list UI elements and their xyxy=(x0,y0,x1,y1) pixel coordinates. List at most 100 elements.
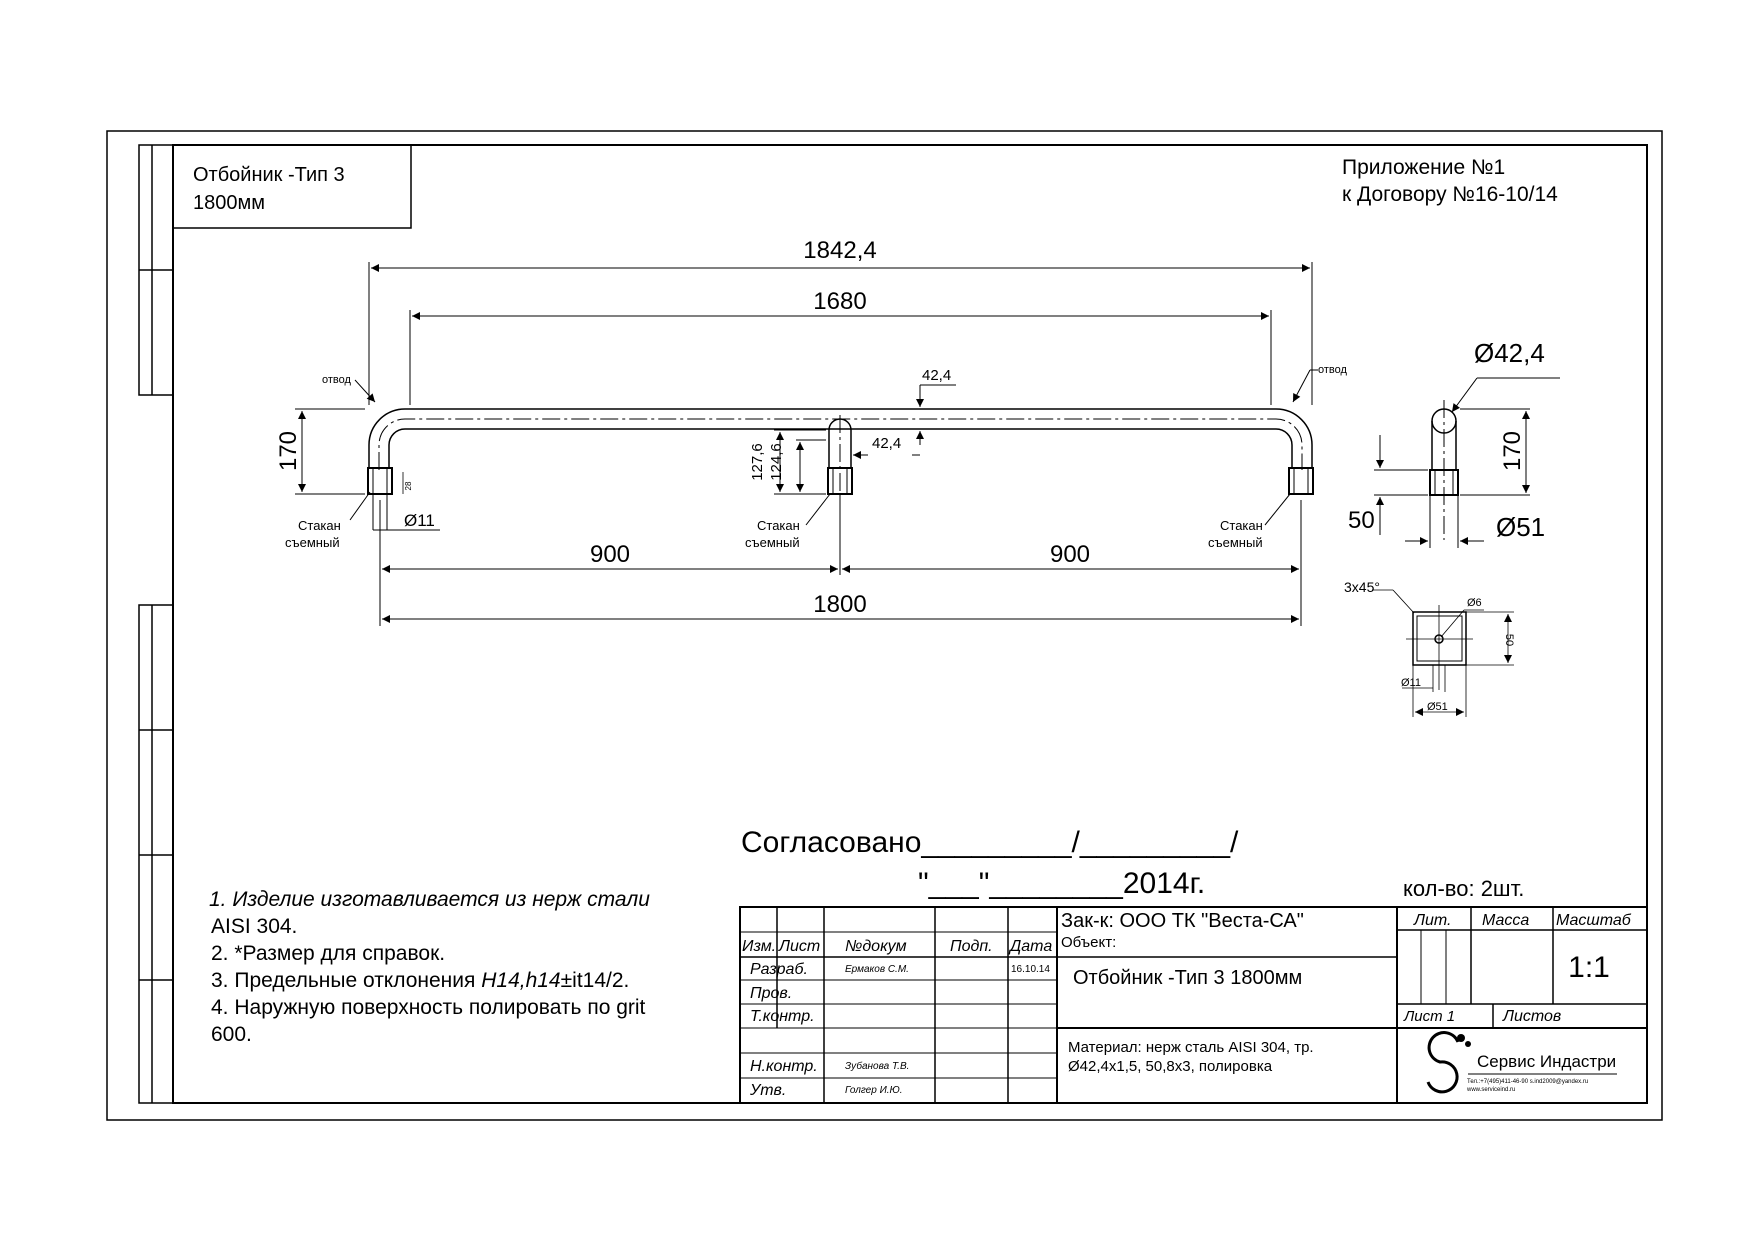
dim-halves xyxy=(379,496,1302,626)
dim-overall xyxy=(368,262,1313,405)
dim-small-label: 28 xyxy=(404,481,413,490)
cup-middle xyxy=(827,467,853,495)
dim-pipe-mid-label: 42,4 xyxy=(872,435,901,452)
cup-detail-centerlines xyxy=(1406,605,1473,690)
stamp-nkontr: Н.контр. xyxy=(750,1058,818,1075)
title-line-1: Отбойник -Тип 3 xyxy=(193,164,345,186)
stakan-middle-label-2: съемный xyxy=(745,535,800,550)
cup-left xyxy=(367,467,393,495)
cup-detail-hole: Ø6 xyxy=(1467,597,1482,609)
stakan-leader-left xyxy=(349,491,371,521)
cup-right xyxy=(1288,467,1314,495)
side-dim-cup-label: 50 xyxy=(1348,507,1375,534)
stamp-data: Дата xyxy=(1008,938,1052,955)
otvod-leader-left xyxy=(354,379,376,403)
stamp-product: Отбойник -Тип 3 1800мм xyxy=(1073,967,1302,989)
note-3: 3. Предельные отклонения H14,h14±it14/2. xyxy=(211,969,629,992)
stamp-ndoc: №докум xyxy=(845,938,907,955)
stamp-utv-name: Голгер И.Ю. xyxy=(845,1085,903,1096)
cup-detail-height: 50 xyxy=(1503,634,1515,646)
dim-pipe-top-label: 42,4 xyxy=(922,367,951,384)
side-dim-height-label: 170 xyxy=(1499,431,1526,471)
stamp-material-2: Ø42,4х1,5, 50,8х3, полировка xyxy=(1068,1058,1273,1075)
stamp-utv: Утв. xyxy=(749,1082,786,1099)
stamp-object: Объект: xyxy=(1061,934,1116,951)
stakan-leader-right xyxy=(1264,493,1291,526)
stakan-left-label-1: Стакан xyxy=(298,518,341,533)
side-dim-cup-dia xyxy=(1405,495,1484,548)
stamp-sheet: Лист 1 xyxy=(1403,1008,1455,1025)
binding-strip-bottom xyxy=(138,604,174,1104)
stamp-podp: Подп. xyxy=(950,938,993,955)
dim-hole-label: Ø11 xyxy=(404,511,435,530)
company-logo-icon xyxy=(1426,1031,1471,1094)
dim-inner-label: 1680 xyxy=(813,288,866,315)
pipe-centerlines xyxy=(378,415,1303,496)
dim-overall-label: 1842,4 xyxy=(803,237,876,264)
dim-height xyxy=(295,408,365,495)
note-4b: 600. xyxy=(211,1023,252,1046)
otvod-left-label: отвод xyxy=(322,374,352,386)
stamp-material-1: Материал: нерж сталь AISI 304, тр. xyxy=(1068,1039,1314,1056)
stamp-izm: Изм. xyxy=(742,938,776,955)
note-4: 4. Наружную поверхность полировать по gr… xyxy=(211,996,646,1019)
stamp-massa: Масса xyxy=(1482,912,1529,929)
side-dim-dia xyxy=(1451,377,1560,413)
stakan-leader-middle xyxy=(805,493,831,526)
stamp-razrab-date: 16.10.14 xyxy=(1011,964,1050,975)
stamp-grid xyxy=(739,906,1648,1104)
side-dim-cup xyxy=(1374,435,1428,535)
binding-strip-top xyxy=(138,144,174,396)
title-line-2: 1800мм xyxy=(193,192,265,214)
side-dim-cup-dia-label: Ø51 xyxy=(1496,512,1545,542)
stamp-nkontr-name: Зубанова Т.В. xyxy=(845,1060,909,1072)
dim-inner xyxy=(409,310,1272,405)
dim-h2-label: 124,6 xyxy=(768,443,785,481)
stakan-right-label-1: Стакан xyxy=(1220,518,1263,533)
dim-hole xyxy=(372,494,440,531)
stamp-sheets: Листов xyxy=(1502,1008,1561,1025)
stamp-razrab-name: Ермаков С.М. xyxy=(845,964,909,975)
outer-frame xyxy=(106,130,1663,1121)
cup-detail-d51: Ø51 xyxy=(1427,701,1448,713)
stamp-website: www.serviceind.ru xyxy=(1466,1087,1515,1093)
cup-detail-dims xyxy=(1372,589,1514,717)
stamp-masshtab: Масштаб xyxy=(1556,912,1632,929)
stamp-scale: 1:1 xyxy=(1568,951,1610,984)
dim-half-left-label: 900 xyxy=(590,541,630,568)
stamp-list: Лист xyxy=(778,938,820,955)
side-dim-dia-label: Ø42,4 xyxy=(1474,338,1545,368)
title-box xyxy=(172,144,412,229)
cup-detail-d11: Ø11 xyxy=(1401,677,1421,689)
cup-detail-chamfer: 3x45° xyxy=(1344,579,1380,595)
approval-line-2: "___"________2014г. xyxy=(918,867,1205,900)
cup-detail xyxy=(1412,611,1467,666)
approval-line-1: Согласовано_________/_________/ xyxy=(741,826,1239,859)
stamp-lit: Лит. xyxy=(1413,912,1451,929)
stakan-middle-label-1: Стакан xyxy=(757,518,800,533)
stakan-right-label-2: съемный xyxy=(1208,535,1263,550)
dim-h1-label: 127,6 xyxy=(749,443,766,481)
appendix-line-1: Приложение №1 xyxy=(1342,156,1505,179)
stamp-prov: Пров. xyxy=(750,985,792,1002)
note-1b: AISI 304. xyxy=(211,915,297,938)
otvod-leader-right xyxy=(1292,369,1318,403)
note-1: 1. Изделие изготавливается из нерж стали xyxy=(209,888,650,911)
side-dim-height xyxy=(1460,408,1530,496)
stamp-company: Сервис Индастри xyxy=(1477,1052,1616,1071)
dim-pipe-top xyxy=(916,384,956,445)
quantity: кол-во: 2шт. xyxy=(1403,876,1524,901)
stakan-left-label-2: съемный xyxy=(285,535,340,550)
stamp-contacts: Тел.:+7(495)411-46-90 s.ind2009@yandex.r… xyxy=(1467,1079,1588,1085)
appendix-line-2: к Договору №16-10/14 xyxy=(1342,183,1558,206)
note-2: 2. *Размер для справок. xyxy=(211,942,445,965)
otvod-right-label: отвод xyxy=(1318,364,1348,376)
stamp-razrab: Разраб. xyxy=(750,961,808,978)
dim-post-heights xyxy=(774,429,826,495)
stamp-customer: Зак-к: ООО ТК "Веста-СА" xyxy=(1061,910,1304,932)
dim-half-right-label: 900 xyxy=(1050,541,1090,568)
stamp-tkontr: Т.контр. xyxy=(750,1008,815,1025)
dim-base-label: 1800 xyxy=(813,591,866,618)
dim-height-label: 170 xyxy=(275,431,302,471)
